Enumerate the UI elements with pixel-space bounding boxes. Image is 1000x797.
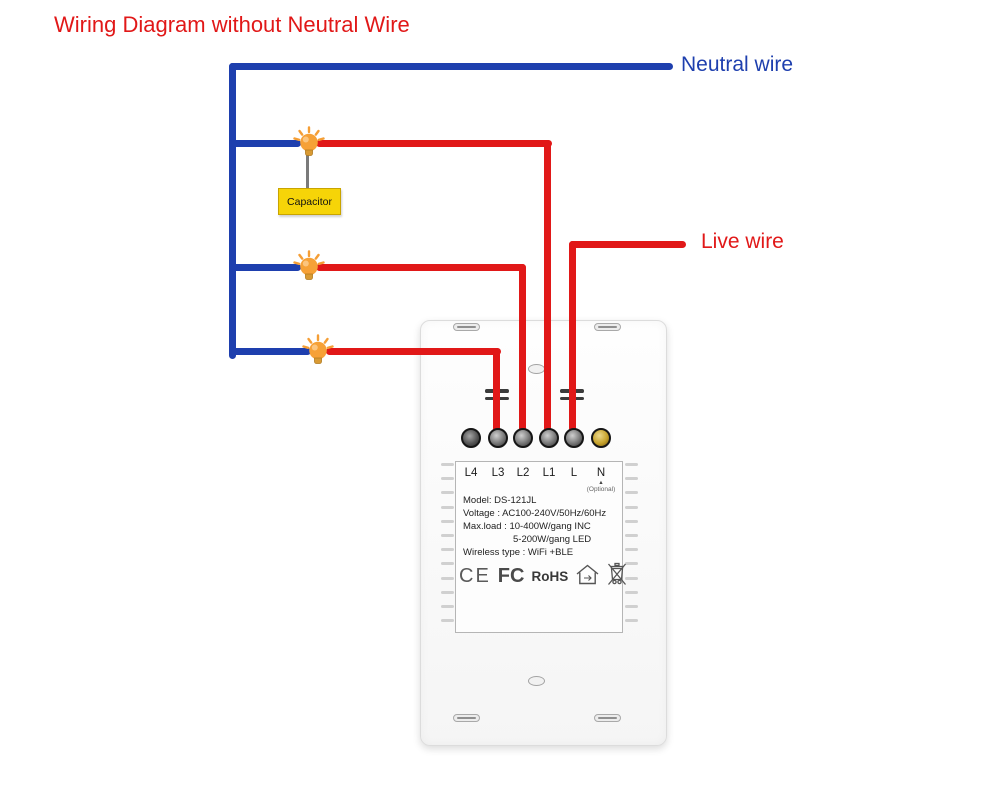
terminal-screw-n bbox=[591, 428, 611, 448]
load-wire-bulb3-run bbox=[326, 348, 501, 355]
certification-row: CE FC RoHS bbox=[459, 562, 627, 591]
mount-hole-top bbox=[528, 364, 545, 374]
terminal-label-l: L bbox=[570, 467, 578, 479]
light-bulb-icon-3 bbox=[300, 333, 336, 369]
ce-mark: CE bbox=[459, 565, 491, 587]
neutral-branch-bulb2 bbox=[229, 264, 301, 271]
mount-screw-slot-top-left bbox=[453, 323, 480, 331]
terminal-label-l2: L2 bbox=[516, 467, 530, 479]
live-wire-label: Live wire bbox=[701, 230, 784, 253]
load-wire-bulb3-drop bbox=[493, 348, 500, 432]
load-wire-bulb1-run bbox=[316, 140, 552, 147]
optional-note: (Optional) bbox=[586, 486, 616, 493]
terminal-screw-l3 bbox=[488, 428, 508, 448]
mount-screw-slot-bottom-right bbox=[594, 714, 621, 722]
spec-panel bbox=[455, 461, 623, 633]
mount-hole-bottom bbox=[528, 676, 545, 686]
spec-line-maxload-led: 5-200W/gang LED bbox=[513, 534, 592, 545]
neutral-branch-bulb3 bbox=[229, 348, 311, 355]
smart-switch-device: L4 L3 L2 L1 L N ▲ (Optional) Model: DS-1… bbox=[420, 320, 667, 746]
load-wire-bulb2-drop bbox=[519, 264, 526, 432]
neutral-wire-top-run bbox=[229, 63, 673, 70]
load-wire-bulb1-drop bbox=[544, 140, 551, 432]
terminal-screw-l4 bbox=[461, 428, 481, 448]
capacitor-lead-wire bbox=[306, 152, 309, 190]
spec-line-model: Model: DS-121JL bbox=[463, 495, 537, 506]
terminal-label-l3: L3 bbox=[491, 467, 505, 479]
neutral-wire-label: Neutral wire bbox=[681, 53, 794, 76]
terminal-screw-l1 bbox=[539, 428, 559, 448]
vent-slots-right bbox=[625, 463, 638, 623]
spec-line-maxload: Max.load : 10-400W/gang INC bbox=[463, 521, 591, 532]
light-bulb-icon-1 bbox=[291, 125, 327, 161]
neutral-branch-bulb1 bbox=[229, 140, 301, 147]
capacitor-box: Capacitor bbox=[278, 188, 341, 215]
live-wire-drop bbox=[569, 241, 576, 432]
weee-bin-icon bbox=[607, 562, 627, 591]
optional-arrow: ▲ bbox=[598, 480, 604, 486]
rohs-mark: RoHS bbox=[531, 569, 569, 584]
green-home-icon bbox=[575, 563, 600, 591]
mount-screw-slot-top-right bbox=[594, 323, 621, 331]
spec-line-wireless: Wireless type : WiFi +BLE bbox=[463, 547, 574, 558]
live-wire-run bbox=[569, 241, 686, 248]
mount-screw-slot-bottom-left bbox=[453, 714, 480, 722]
terminal-screw-l2 bbox=[513, 428, 533, 448]
vent-slots-left bbox=[441, 463, 454, 623]
terminal-label-l1: L1 bbox=[542, 467, 556, 479]
spec-text-block: Model: DS-121JL Voltage : AC100-240V/50H… bbox=[463, 494, 606, 559]
diagram-title: Wiring Diagram without Neutral Wire bbox=[54, 12, 410, 37]
spec-line-voltage: Voltage : AC100-240V/50Hz/60Hz bbox=[463, 508, 607, 519]
light-bulb-icon-2 bbox=[291, 249, 327, 285]
terminal-label-l4: L4 bbox=[464, 467, 478, 479]
neutral-wire-left-run bbox=[229, 63, 236, 359]
terminal-label-n: N bbox=[596, 467, 606, 479]
terminal-screw-l bbox=[564, 428, 584, 448]
fcc-mark: FC bbox=[497, 565, 525, 587]
load-wire-bulb2-run bbox=[316, 264, 526, 271]
